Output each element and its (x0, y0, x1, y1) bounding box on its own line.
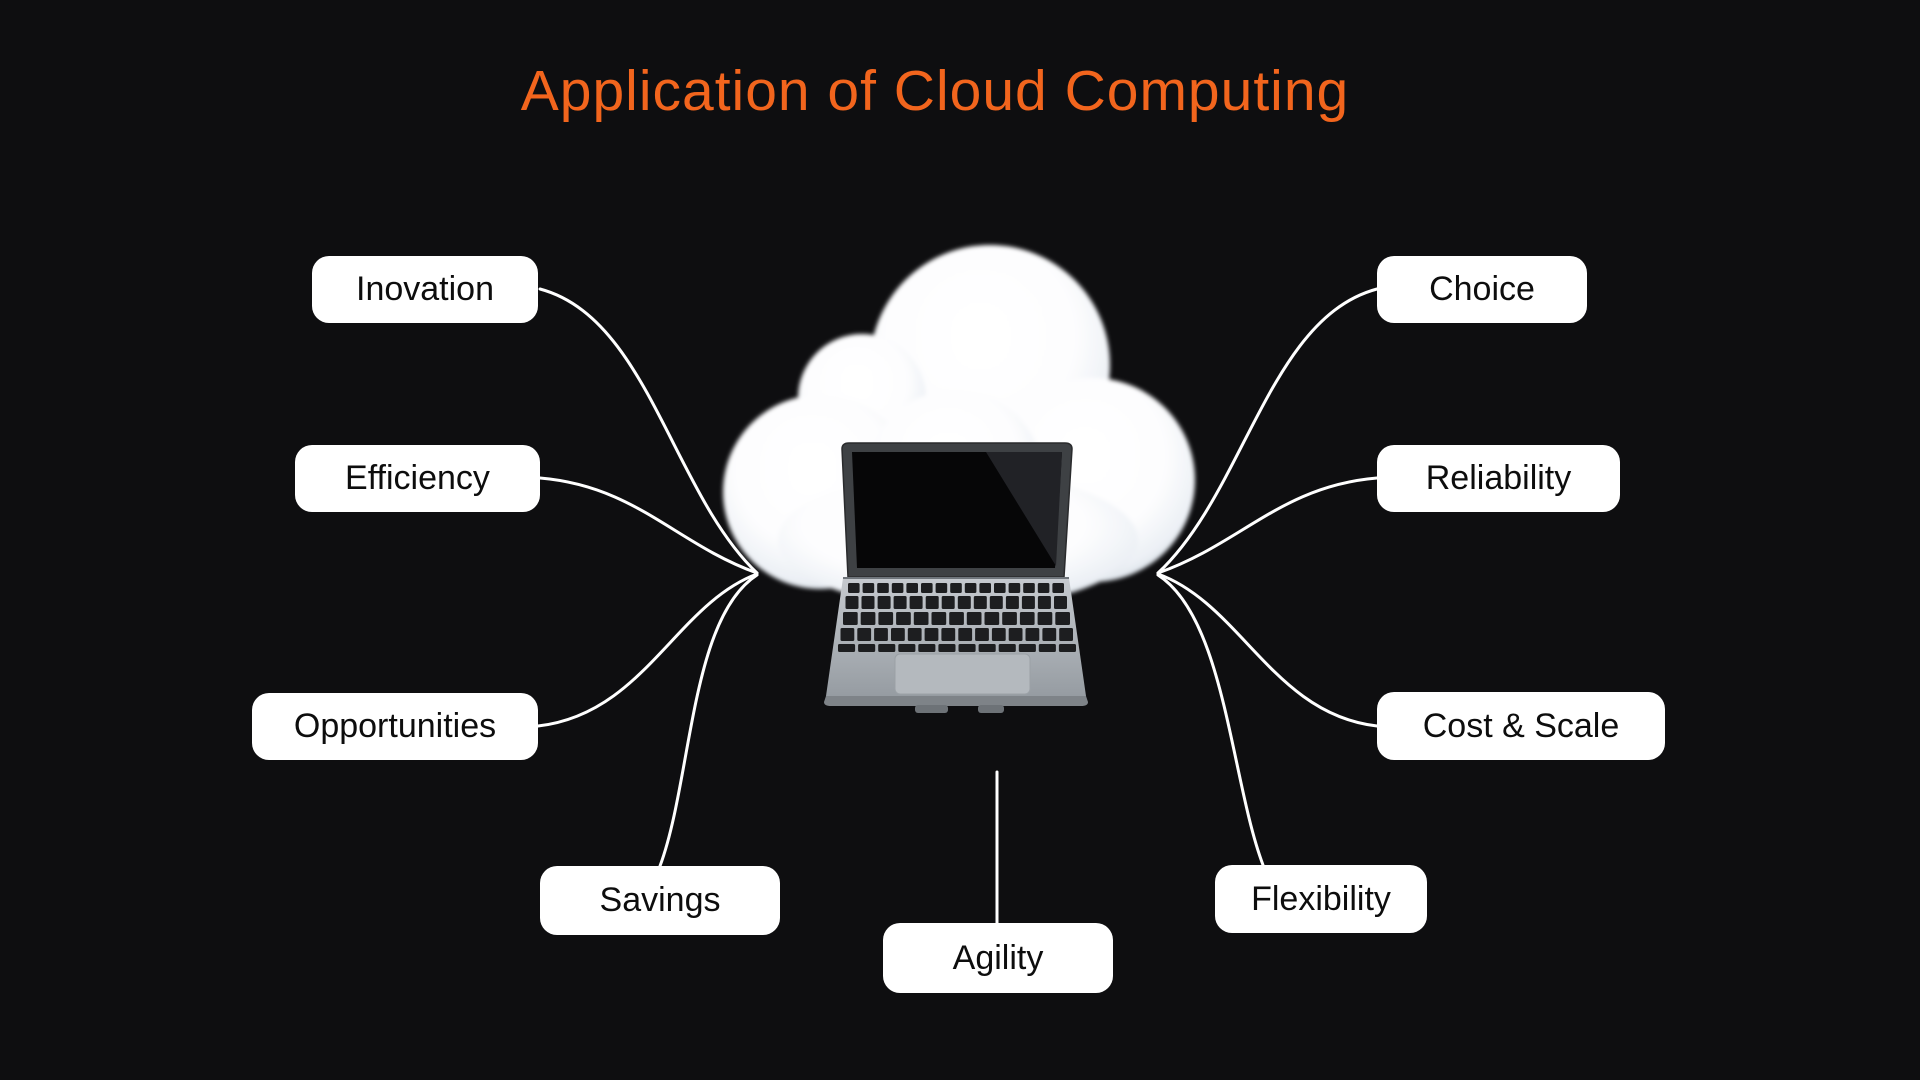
laptop-key (979, 583, 991, 593)
node-choice: Choice (1377, 256, 1587, 323)
laptop-key (860, 612, 876, 625)
laptop-key (862, 583, 875, 593)
laptop-key (1054, 596, 1067, 609)
laptop-key (1023, 583, 1035, 593)
laptop-key (931, 612, 947, 625)
laptop-key (1059, 628, 1073, 641)
laptop-key (973, 596, 987, 609)
laptop-key (989, 596, 1003, 609)
laptop-key (1058, 644, 1076, 652)
laptop-key (840, 628, 855, 641)
node-flexibility: Flexibility (1215, 865, 1427, 933)
node-agility: Agility (883, 923, 1113, 993)
connector-line-inovation (538, 287, 759, 575)
node-savings: Savings (540, 866, 780, 935)
laptop-key (857, 628, 872, 641)
laptop-key (843, 612, 858, 625)
laptop-key (1008, 628, 1023, 641)
connector-line-opportunities (536, 572, 759, 728)
laptop-key (909, 596, 923, 609)
laptop-key (1019, 612, 1035, 625)
laptop-key (858, 644, 876, 652)
laptop-key (1037, 596, 1051, 609)
laptop-key (975, 628, 989, 641)
node-label-inovation: Inovation (356, 270, 494, 308)
laptop-key (896, 612, 911, 625)
laptop-key (991, 628, 1006, 641)
node-opportunities: Opportunities (252, 693, 538, 760)
laptop-key (941, 596, 955, 609)
node-reliability: Reliability (1377, 445, 1620, 512)
laptop-key (1052, 583, 1064, 593)
connector-lines (536, 287, 1379, 925)
laptop-key (1038, 644, 1056, 652)
laptop-key (891, 628, 905, 641)
laptop-key (964, 583, 977, 593)
connector-line-flexibility (1156, 573, 1265, 867)
laptop-key (1025, 628, 1040, 641)
connector-line-savings (658, 573, 759, 868)
laptop-key (861, 596, 875, 609)
laptop-key (907, 628, 922, 641)
laptop-key (1042, 628, 1057, 641)
laptop-key (874, 628, 888, 641)
node-label-efficiency: Efficiency (345, 459, 490, 497)
laptop-key (877, 583, 889, 593)
laptop-key (878, 644, 896, 652)
laptop-key (845, 596, 859, 609)
laptop-key (938, 644, 956, 652)
node-label-reliability: Reliability (1425, 459, 1572, 497)
laptop-key (878, 612, 894, 625)
laptop-key (994, 583, 1006, 593)
laptop-key (1005, 596, 1019, 609)
laptop-key (924, 628, 939, 641)
laptop-key (925, 596, 939, 609)
laptop-key (848, 583, 860, 593)
laptop-key (1008, 583, 1021, 593)
laptop-key (966, 612, 982, 625)
node-efficiency: Efficiency (295, 445, 540, 512)
connector-line-reliability (1156, 476, 1379, 575)
node-cost-scale: Cost & Scale (1377, 692, 1665, 760)
laptop-key (1037, 612, 1053, 625)
laptop-key (958, 644, 976, 652)
laptop-key (941, 628, 956, 641)
page-title: Application of Cloud Computing (520, 59, 1350, 123)
laptop-key (978, 644, 996, 652)
node-inovation: Inovation (312, 256, 538, 323)
laptop-key (949, 612, 964, 625)
laptop-key (838, 644, 856, 652)
node-label-agility: Agility (952, 938, 1044, 977)
laptop-key (921, 583, 933, 593)
connector-line-cost-scale (1156, 572, 1379, 728)
laptop-key (935, 583, 948, 593)
laptop-key (984, 612, 1000, 625)
connector-line-choice (1156, 287, 1379, 575)
laptop-key (958, 628, 973, 641)
laptop-key (891, 583, 904, 593)
laptop-key (1021, 596, 1035, 609)
laptop-key (998, 644, 1016, 652)
laptop-key (893, 596, 907, 609)
laptop-key (1002, 612, 1017, 625)
laptop-key (913, 612, 929, 625)
laptop-key (950, 583, 962, 593)
node-label-opportunities: Opportunities (293, 707, 497, 745)
laptop-key (898, 644, 916, 652)
laptop-key (957, 596, 971, 609)
laptop-key (918, 644, 936, 652)
laptop-key (906, 583, 918, 593)
node-label-cost-scale: Cost & Scale (1422, 706, 1620, 745)
node-label-flexibility: Flexibility (1251, 879, 1391, 918)
connector-line-efficiency (538, 476, 759, 575)
node-label-savings: Savings (599, 881, 721, 919)
node-label-choice: Choice (1429, 270, 1535, 308)
laptop-key (1055, 612, 1070, 625)
laptop-key (1037, 583, 1050, 593)
laptop-icon (824, 442, 1088, 713)
laptop-key (1018, 644, 1036, 652)
laptop-key (877, 596, 891, 609)
